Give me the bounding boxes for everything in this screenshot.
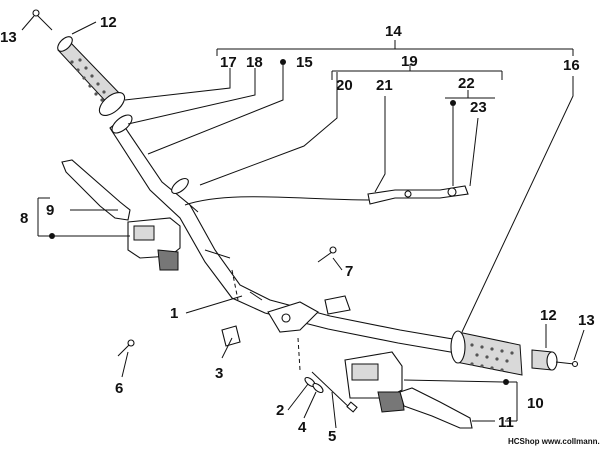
watermark-credit: HCShop www.collmann.eu [508, 437, 600, 446]
bar-end-right [531, 349, 579, 371]
right-brake-lever [399, 387, 473, 429]
part-labels: 12 13 14 17 18 15 19 16 20 21 22 23 9 8 … [0, 14, 595, 445]
label-17: 17 [220, 54, 237, 71]
handlebar-clamp [221, 269, 351, 371]
label-4: 4 [298, 419, 307, 436]
screw-6 [117, 339, 135, 357]
label-13-right: 13 [578, 312, 595, 329]
label-2: 2 [276, 402, 284, 419]
left-master-cylinder [127, 217, 181, 271]
right-master-cylinder [344, 351, 405, 413]
label-22: 22 [458, 75, 475, 92]
screw-7 [317, 246, 337, 263]
label-15: 15 [296, 54, 313, 71]
label-9: 9 [46, 202, 54, 219]
label-11: 11 [498, 414, 514, 431]
label-10: 10 [527, 395, 544, 412]
bar-end-screw-left [32, 9, 53, 31]
label-7: 7 [345, 263, 353, 280]
label-3: 3 [215, 365, 223, 382]
left-grip [57, 36, 189, 195]
throttle-cable [184, 185, 469, 206]
label-16: 16 [563, 57, 580, 74]
label-23: 23 [470, 99, 487, 116]
label-20: 20 [336, 77, 353, 94]
left-brake-lever [61, 159, 131, 221]
label-6: 6 [115, 380, 123, 397]
label-8: 8 [20, 210, 28, 227]
clamp-bolt [304, 371, 358, 413]
label-5: 5 [328, 428, 336, 445]
label-1: 1 [170, 305, 178, 322]
label-21: 21 [376, 77, 393, 94]
label-14: 14 [385, 23, 402, 40]
right-grip [450, 330, 523, 376]
leader-lines [21, 15, 585, 429]
label-12-top: 12 [100, 14, 117, 31]
label-19: 19 [401, 53, 418, 70]
label-18: 18 [246, 54, 263, 71]
label-12-right: 12 [540, 307, 557, 324]
label-13-top: 13 [0, 29, 17, 46]
